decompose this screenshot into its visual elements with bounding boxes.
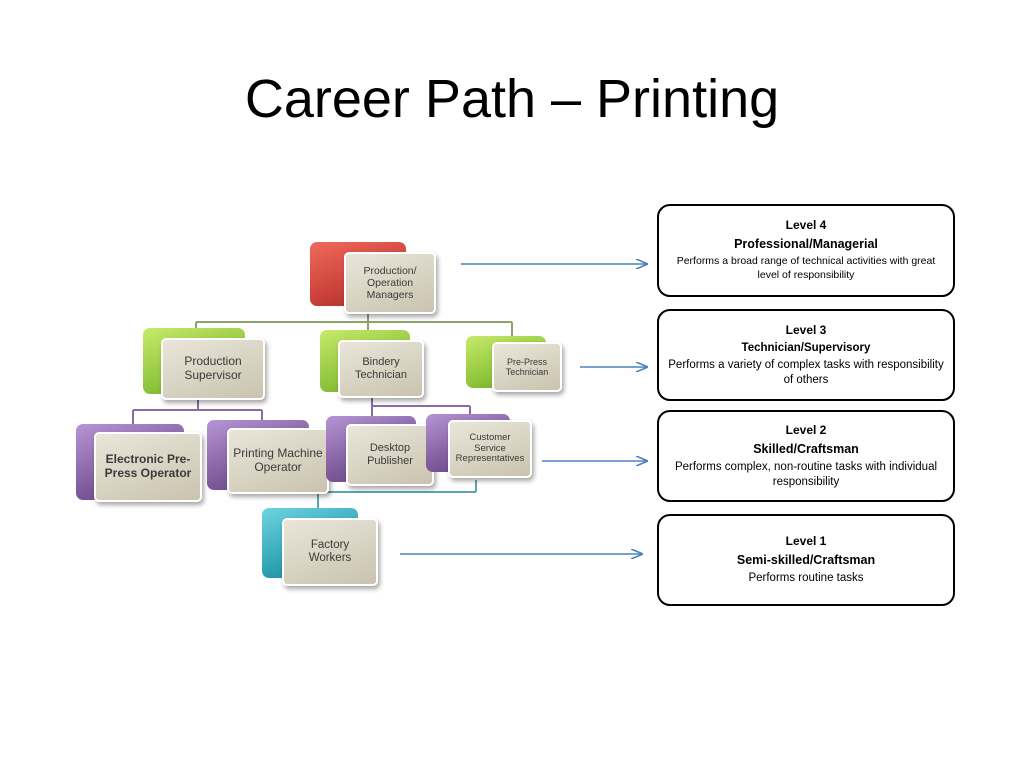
level-description: Performs routine tasks [748,572,864,585]
level-title: Technician/Supervisory [741,341,871,354]
level-description: Performs a broad range of technical acti… [676,255,936,281]
node-label: Production Supervisor [161,338,265,400]
level-title: Professional/Managerial [734,237,878,252]
node-electronic-pre-press-operator: Electronic Pre-Press Operator [76,424,204,504]
level2-connectors [132,398,471,426]
node-bindery-technician: Bindery Technician [320,330,424,400]
level-title: Skilled/Craftsman [753,441,859,456]
node-printing-machine-operator: Printing Machine Operator [207,420,329,496]
level-box-3: Level 3 Technician/Supervisory Performs … [657,309,955,401]
level-description: Performs complex, non-routine tasks with… [674,460,938,488]
node-label: Printing Machine Operator [227,428,329,494]
node-label: Electronic Pre-Press Operator [94,432,202,502]
node-label: Desktop Publisher [346,424,434,486]
level-box-2: Level 2 Skilled/Craftsman Performs compl… [657,410,955,502]
node-production-supervisor: Production Supervisor [143,328,265,400]
node-production-operation-managers: Production/ Operation Managers [310,242,436,314]
page-title: Career Path – Printing [244,69,780,129]
level-description: Performs a variety of complex tasks with… [668,358,944,386]
level-arrows [400,264,647,554]
node-label: Bindery Technician [338,340,424,398]
level1-connector [317,480,477,510]
level-number: Level 3 [785,322,827,337]
level-number: Level 2 [785,422,827,437]
node-label: Pre-Press Technician [492,342,562,392]
level-box-4: Level 4 Professional/Managerial Performs… [657,204,955,297]
level-number: Level 4 [785,218,827,233]
node-pre-press-technician: Pre-Press Technician [466,336,562,394]
node-desktop-publisher: Desktop Publisher [326,416,436,488]
level-title: Semi-skilled/Craftsman [736,553,876,568]
level-number: Level 1 [785,534,827,549]
node-label: Customer Service Representatives [448,420,532,478]
node-factory-workers: Factory Workers [262,508,380,588]
node-label: Factory Workers [282,518,378,586]
node-customer-service-representatives: Customer Service Representatives [426,414,534,480]
level-box-1: Level 1 Semi-skilled/Craftsman Performs … [657,514,955,606]
node-label: Production/ Operation Managers [344,252,436,314]
